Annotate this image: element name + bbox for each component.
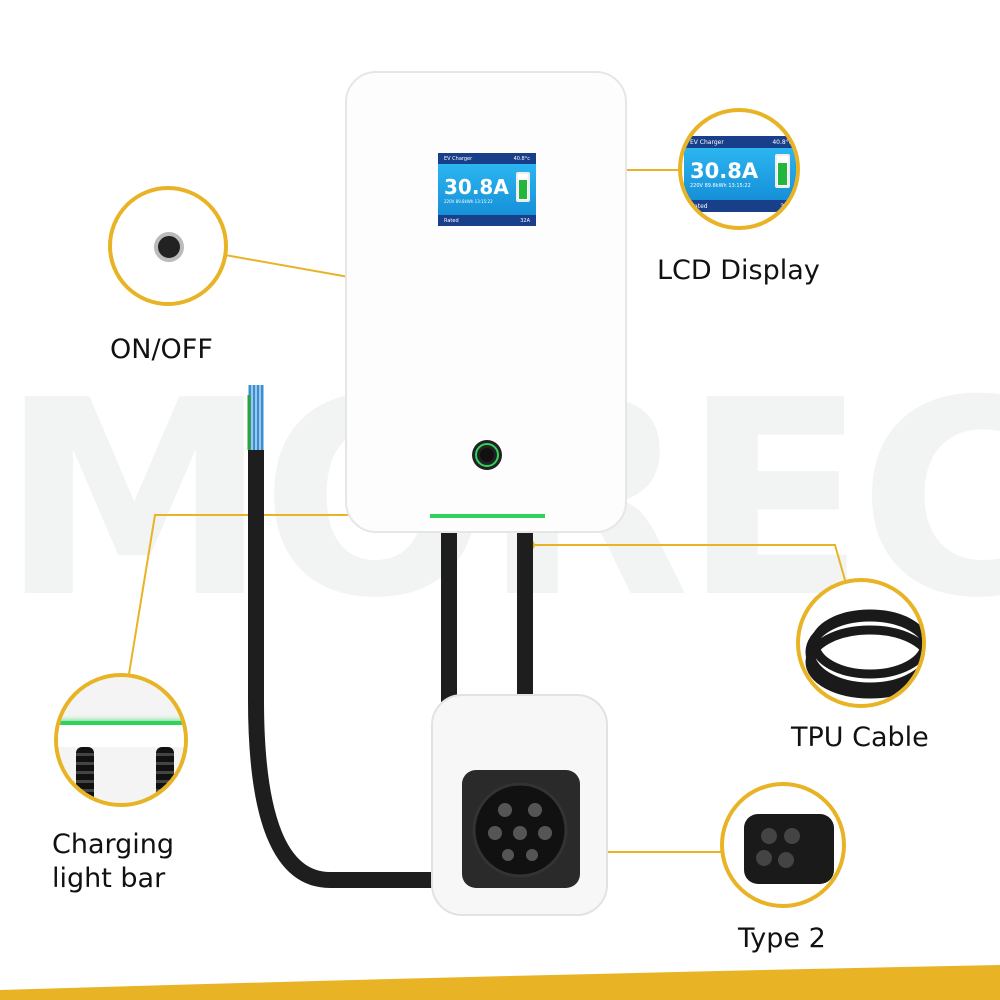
lcd-closeup-title: EV Charger <box>690 138 724 146</box>
label-lcd-display: LCD Display <box>657 255 820 286</box>
tpu-cable-closeup <box>796 578 926 708</box>
lcd-current: 30.8A <box>444 175 509 199</box>
type2-closeup <box>720 782 846 908</box>
lcd-closeup-voltage: 220V <box>690 183 703 189</box>
lcd-time: 13:15:22 <box>474 199 493 204</box>
cable-gland-right <box>156 747 174 803</box>
light-bar-glow <box>58 721 184 725</box>
label-on-off: ON/OFF <box>110 334 213 365</box>
on-off-closeup <box>108 186 228 306</box>
coiled-cable-icon <box>805 609 922 699</box>
wallbox-base <box>58 725 184 747</box>
cable-gland-left <box>76 747 94 803</box>
power-button-icon <box>154 232 184 262</box>
lcd-closeup-header: EV Charger 40.8°c <box>684 136 796 148</box>
lcd-energy: 89.8kWh <box>455 199 474 204</box>
power-button-center <box>480 448 494 462</box>
battery-icon <box>516 172 530 202</box>
lcd-closeup-current: 30.8A <box>690 159 759 183</box>
supply-cable <box>248 450 435 888</box>
light-bar-closeup <box>54 673 188 807</box>
lcd-voltage: 220V <box>444 199 455 204</box>
lcd-rated-value: 32A <box>520 217 530 224</box>
lcd-closeup-energy: 89.8kWh <box>704 183 727 189</box>
type2-plug-icon <box>744 814 834 884</box>
label-type2: Type 2 <box>738 923 826 954</box>
lcd-closeup-screen: EV Charger 40.8°c 30.8A 220V 89.8kWh 13:1… <box>684 136 796 212</box>
label-charging-light-bar: Charging light bar <box>52 829 175 894</box>
lcd-main: 30.8A 220V 89.8kWh 13:15:22 <box>438 164 536 215</box>
lcd-closeup-temp: 40.8°c <box>772 138 792 146</box>
socket-pins <box>488 803 552 861</box>
lcd-footer: Rated 32A <box>438 215 536 226</box>
lcd-closeup: EV Charger 40.8°c 30.8A 220V 89.8kWh 13:1… <box>678 108 800 230</box>
lcd-closeup-rated-value: 32A <box>780 202 792 210</box>
battery-fill <box>519 179 527 199</box>
label-tpu-cable: TPU Cable <box>791 722 929 753</box>
power-button-ring <box>475 443 499 467</box>
lcd-temp: 40.8°c <box>513 155 530 162</box>
wallbox-body <box>345 71 627 533</box>
lcd-closeup-rated-label: Rated <box>690 202 708 210</box>
lcd-closeup-footer: Rated 32A <box>684 200 796 212</box>
lcd-closeup-time: 13:15:22 <box>728 183 751 189</box>
lcd-title: EV Charger <box>444 155 473 162</box>
cable-wires <box>248 385 264 450</box>
lcd-screen: EV Charger 40.8°c 30.8A 220V 89.8kWh 13:1… <box>438 153 536 226</box>
charging-light-bar <box>430 514 545 518</box>
lcd-closeup-main: 30.8A 220V 89.8kWh 13:15:22 <box>684 148 796 200</box>
lcd-rated-label: Rated <box>444 217 459 224</box>
bottom-accent <box>0 965 1000 1000</box>
lcd-closeup-battery-icon <box>775 154 790 188</box>
lcd-closeup-battery-fill <box>778 162 787 185</box>
lcd-header: EV Charger 40.8°c <box>438 153 536 164</box>
